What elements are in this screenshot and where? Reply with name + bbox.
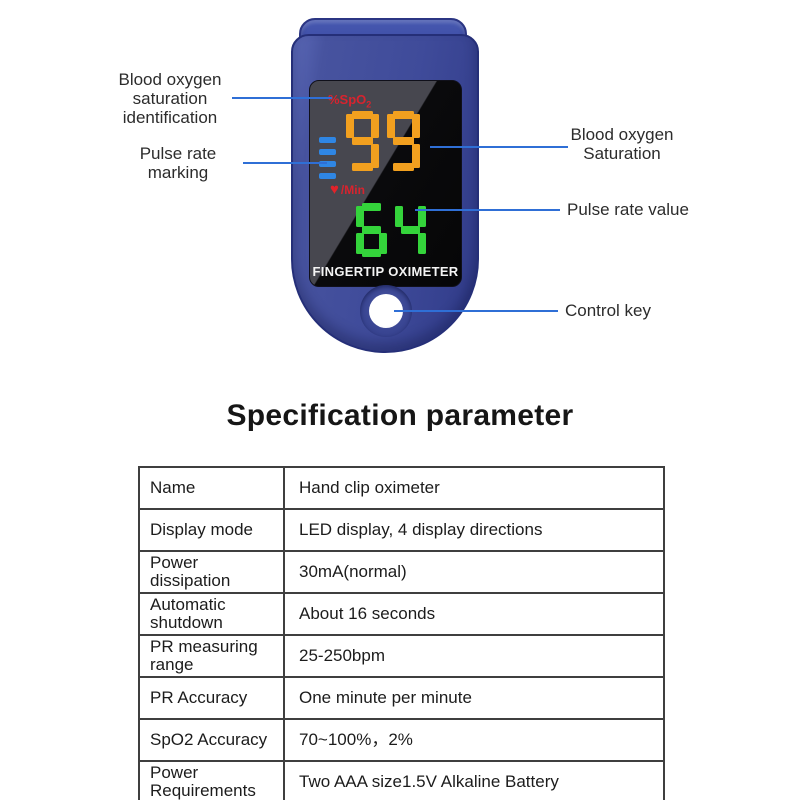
callout-line-spo2-saturation bbox=[430, 146, 568, 148]
label-control-key: Control key bbox=[565, 301, 651, 320]
spec-value: 25-250bpm bbox=[283, 634, 665, 678]
label-blood-oxygen-saturation: Blood oxygen Saturation bbox=[570, 125, 674, 163]
spec-value: Two AAA size1.5V Alkaline Battery bbox=[283, 760, 665, 800]
table-row: Name Hand clip oximeter bbox=[138, 466, 665, 510]
table-row: Power dissipation 30mA(normal) bbox=[138, 550, 665, 594]
callout-line-pulse-marking bbox=[243, 162, 327, 164]
spec-name: PR measuring range bbox=[138, 634, 285, 678]
table-row: PR Accuracy One minute per minute bbox=[138, 676, 665, 720]
table-row: Automatic shutdown About 16 seconds bbox=[138, 592, 665, 636]
spo2-unit-label: %SpO2 bbox=[328, 92, 372, 110]
oximeter-led-screen: %SpO2 ♥ /Min FINGERTIP OXIMETER bbox=[309, 80, 462, 287]
table-row: PR measuring range 25-250bpm bbox=[138, 634, 665, 678]
spec-name: SpO2 Accuracy bbox=[138, 718, 285, 762]
spec-value: Hand clip oximeter bbox=[283, 466, 665, 510]
callout-line-spo2-identification bbox=[232, 97, 332, 99]
per-min-label: /Min bbox=[340, 182, 365, 197]
label-pulse-rate-value: Pulse rate value bbox=[567, 200, 689, 219]
page-title: Specification parameter bbox=[226, 399, 574, 432]
spec-name: Power dissipation bbox=[138, 550, 285, 594]
table-row: Display mode LED display, 4 display dire… bbox=[138, 508, 665, 552]
pulse-rate-unit-label: ♥ /Min bbox=[330, 182, 365, 197]
spec-name: Power Requirements bbox=[138, 760, 285, 800]
spec-name: Display mode bbox=[138, 508, 285, 552]
callout-line-pulse-value bbox=[415, 209, 560, 211]
spo2-value-display bbox=[342, 111, 424, 176]
callout-line-control-key bbox=[394, 310, 558, 312]
label-pulse-rate-marking: Pulse rate marking bbox=[139, 144, 217, 182]
spec-value: 30mA(normal) bbox=[283, 550, 665, 594]
spec-value: LED display, 4 display directions bbox=[283, 508, 665, 552]
heart-icon: ♥ bbox=[330, 181, 339, 198]
table-row: Power Requirements Two AAA size1.5V Alka… bbox=[138, 760, 665, 800]
specification-table: Name Hand clip oximeter Display mode LED… bbox=[138, 466, 665, 800]
pulse-rate-value-display bbox=[352, 203, 430, 262]
table-row: SpO2 Accuracy 70~100%，2% bbox=[138, 718, 665, 762]
spec-value: One minute per minute bbox=[283, 676, 665, 720]
spec-value: 70~100%，2% bbox=[283, 718, 665, 762]
pulse-bar-graph-icon bbox=[319, 137, 336, 179]
label-blood-oxygen-saturation-identification: Blood oxygen saturation identification bbox=[118, 70, 222, 127]
spec-name: Name bbox=[138, 466, 285, 510]
spec-name: PR Accuracy bbox=[138, 676, 285, 720]
spec-name: Automatic shutdown bbox=[138, 592, 285, 636]
fingertip-oximeter-label: FINGERTIP OXIMETER bbox=[312, 264, 459, 279]
spec-value: About 16 seconds bbox=[283, 592, 665, 636]
